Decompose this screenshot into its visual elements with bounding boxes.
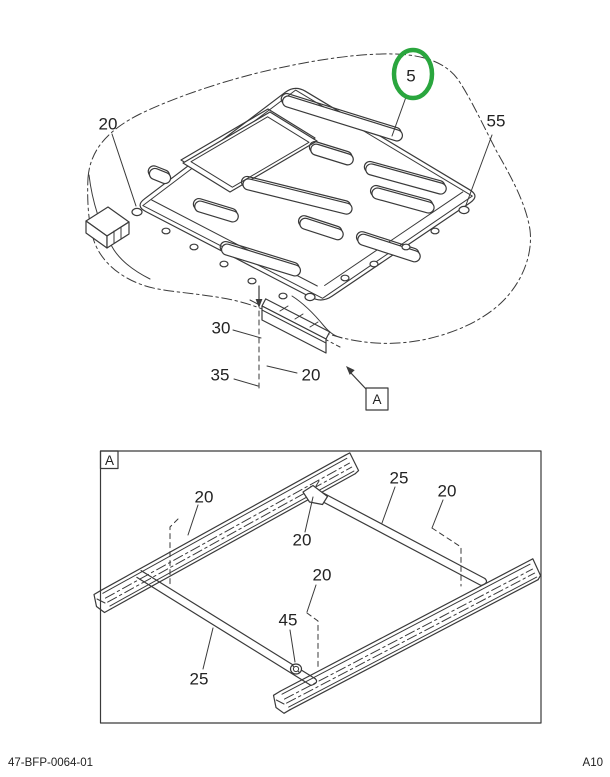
callout-20-front-left: 20 bbox=[99, 115, 118, 134]
callout-25-lower: 25 bbox=[190, 670, 209, 689]
break-line-left bbox=[88, 174, 151, 280]
callout-20-lower: 20 bbox=[313, 566, 332, 585]
bolt-hole-55 bbox=[458, 205, 470, 215]
detail-marker-label: A bbox=[372, 392, 381, 407]
left-frame-bracket bbox=[85, 206, 130, 249]
detail-view-label: A bbox=[105, 453, 114, 468]
callout-20-center: 20 bbox=[302, 366, 321, 385]
detail-view-marker: A bbox=[346, 366, 389, 411]
main-figure-callouts: 20 5 55 30 35 20 A bbox=[99, 47, 506, 411]
detail-figure: A bbox=[93, 450, 542, 724]
attachment-clip bbox=[302, 484, 329, 506]
callout-55-front-right: 55 bbox=[487, 112, 506, 131]
detail-view-border bbox=[99, 450, 542, 724]
callout-30-bracket: 30 bbox=[212, 319, 231, 338]
highlight-circle bbox=[391, 47, 435, 101]
frame-rail-upper bbox=[93, 452, 360, 614]
nut-fastener bbox=[289, 663, 303, 675]
callout-20-top: 20 bbox=[293, 531, 312, 550]
break-line-bottom bbox=[291, 295, 343, 339]
crossmember-upper bbox=[302, 480, 488, 587]
bolt-drop-indicator bbox=[255, 285, 263, 389]
panel-bend-line-right bbox=[324, 191, 464, 286]
mounting-bracket bbox=[249, 298, 341, 354]
detail-figure-callouts: 20 20 25 20 20 45 25 bbox=[187, 469, 457, 689]
detail-view-label-box bbox=[99, 450, 119, 470]
floor-panel bbox=[131, 87, 476, 302]
callout-35-washer: 35 bbox=[211, 366, 230, 385]
frame-rail-lower bbox=[272, 558, 542, 714]
bolt-hole-20 bbox=[131, 207, 143, 217]
down-arrowhead bbox=[255, 299, 263, 308]
phantom-boundary-outline bbox=[87, 53, 531, 344]
panel-opening bbox=[180, 108, 318, 193]
callout-25-upper: 25 bbox=[390, 469, 409, 488]
callout-5-panel: 5 bbox=[406, 67, 415, 86]
main-figure: 20 5 55 30 35 20 A bbox=[85, 47, 531, 411]
callout-20-left: 20 bbox=[195, 488, 214, 507]
callout-45-nut: 45 bbox=[279, 611, 298, 630]
bolt-location-dashes bbox=[169, 518, 462, 669]
document-number: 47-BFP-0064-01 bbox=[8, 757, 93, 769]
vent-slots bbox=[147, 92, 447, 277]
panel-bolt-holes bbox=[131, 205, 470, 302]
crossmember-lower bbox=[136, 569, 318, 687]
callout-20-right: 20 bbox=[438, 482, 457, 501]
detail-arrowhead bbox=[346, 366, 355, 375]
page-code: A10 bbox=[583, 757, 603, 769]
